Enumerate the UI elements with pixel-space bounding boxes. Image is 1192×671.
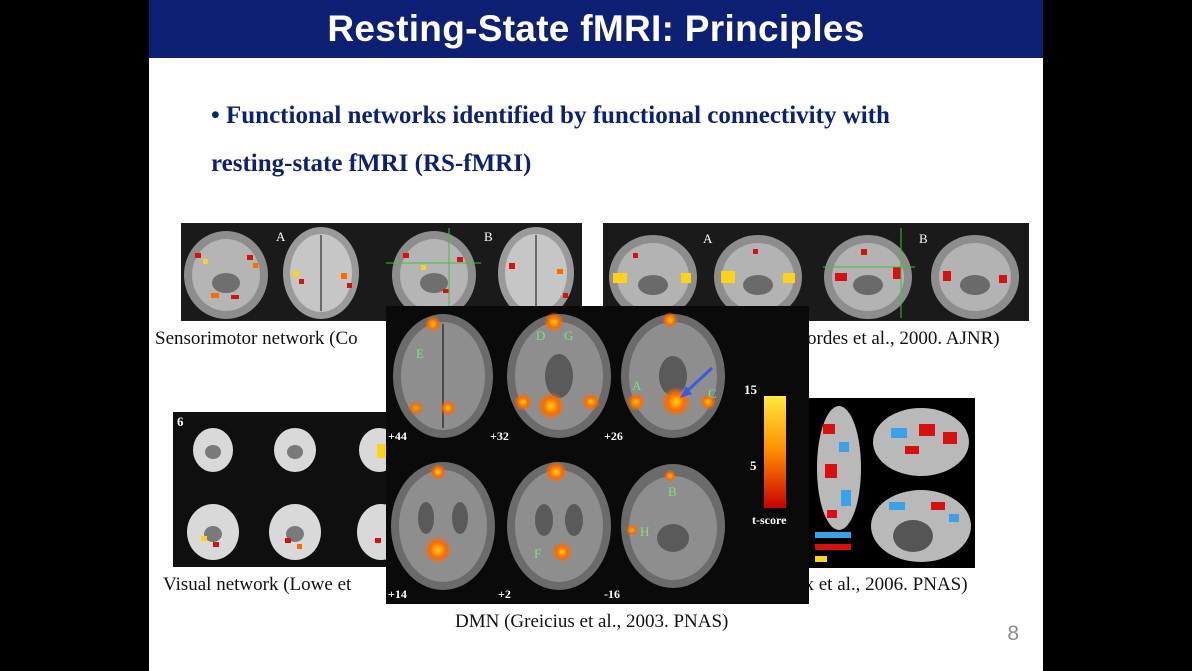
attention-caption: ox et al., 2006. PNAS): [795, 574, 968, 595]
dmn-slice-1: E +44: [388, 314, 493, 443]
visual-figure-number: 6: [177, 414, 184, 429]
dmn-slice-3: A C +26: [604, 312, 725, 443]
page-number: 8: [1007, 622, 1019, 645]
panel-b-label: B: [484, 229, 493, 244]
dmn-slice-label-5: +2: [498, 587, 511, 601]
dmn-slice-label-2: +32: [490, 429, 509, 443]
dmn-brain-slices: E +44 D G +32: [386, 306, 809, 604]
dmn-region-g: G: [564, 328, 573, 343]
dmn-slice-label-4: +14: [388, 587, 407, 601]
dmn-slice-4: +14: [388, 462, 495, 601]
dmn-slice-label-3: +26: [604, 429, 623, 443]
bullet-line-1: • Functional networks identified by func…: [211, 102, 890, 129]
slide: Resting-State fMRI: Principles • Functio…: [149, 0, 1043, 671]
sensorimotor-figure: A B: [181, 223, 582, 321]
slide-title: Resting-State fMRI: Principles: [327, 8, 865, 49]
visual-figure: 6: [173, 412, 393, 567]
dmn-slice-label-1: +44: [388, 429, 407, 443]
t-score-colorbar: [764, 396, 786, 508]
auditory-brain-slices: A B: [603, 223, 1029, 321]
visual-brain-slices: 6: [173, 412, 393, 567]
auditory-panel-a-label: A: [703, 231, 713, 246]
sensorimotor-caption: Sensorimotor network (Co: [155, 328, 358, 349]
dmn-region-e: E: [416, 346, 424, 361]
dmn-slice-2: D G +32: [490, 312, 611, 443]
colorbar-mid-label: 5: [750, 458, 757, 473]
dmn-slice-5: F +2: [498, 461, 611, 601]
dmn-slice-label-6: -16: [604, 587, 620, 601]
attention-figure: [809, 398, 975, 568]
dmn-region-c: C: [708, 386, 717, 401]
dmn-region-b: B: [668, 484, 677, 499]
dmn-region-f: F: [534, 546, 541, 561]
colorbar-title: t-score: [752, 513, 787, 527]
bullet-point: • Functional networks identified by func…: [211, 92, 1011, 188]
dmn-region-d: D: [536, 328, 545, 343]
auditory-panel-b-label: B: [919, 231, 928, 246]
attention-brain-surfaces: [809, 398, 975, 568]
dmn-slice-6: B H -16: [604, 464, 725, 601]
bullet-line-2: resting-state fMRI (RS-fMRI): [211, 150, 532, 177]
panel-a-label: A: [276, 229, 286, 244]
auditory-figure: A B: [603, 223, 1029, 321]
sensorimotor-brain-slices: A B: [181, 223, 582, 321]
dmn-figure: E +44 D G +32: [386, 306, 809, 604]
title-bar: Resting-State fMRI: Principles: [149, 0, 1043, 58]
visual-caption: Visual network (Lowe et: [163, 574, 352, 595]
colorbar-max-label: 15: [744, 382, 758, 397]
dmn-region-a: A: [632, 378, 642, 393]
dmn-region-h: H: [640, 524, 649, 539]
auditory-caption: ordes et al., 2000. AJNR): [807, 328, 1000, 349]
dmn-caption: DMN (Greicius et al., 2003. PNAS): [455, 611, 729, 632]
